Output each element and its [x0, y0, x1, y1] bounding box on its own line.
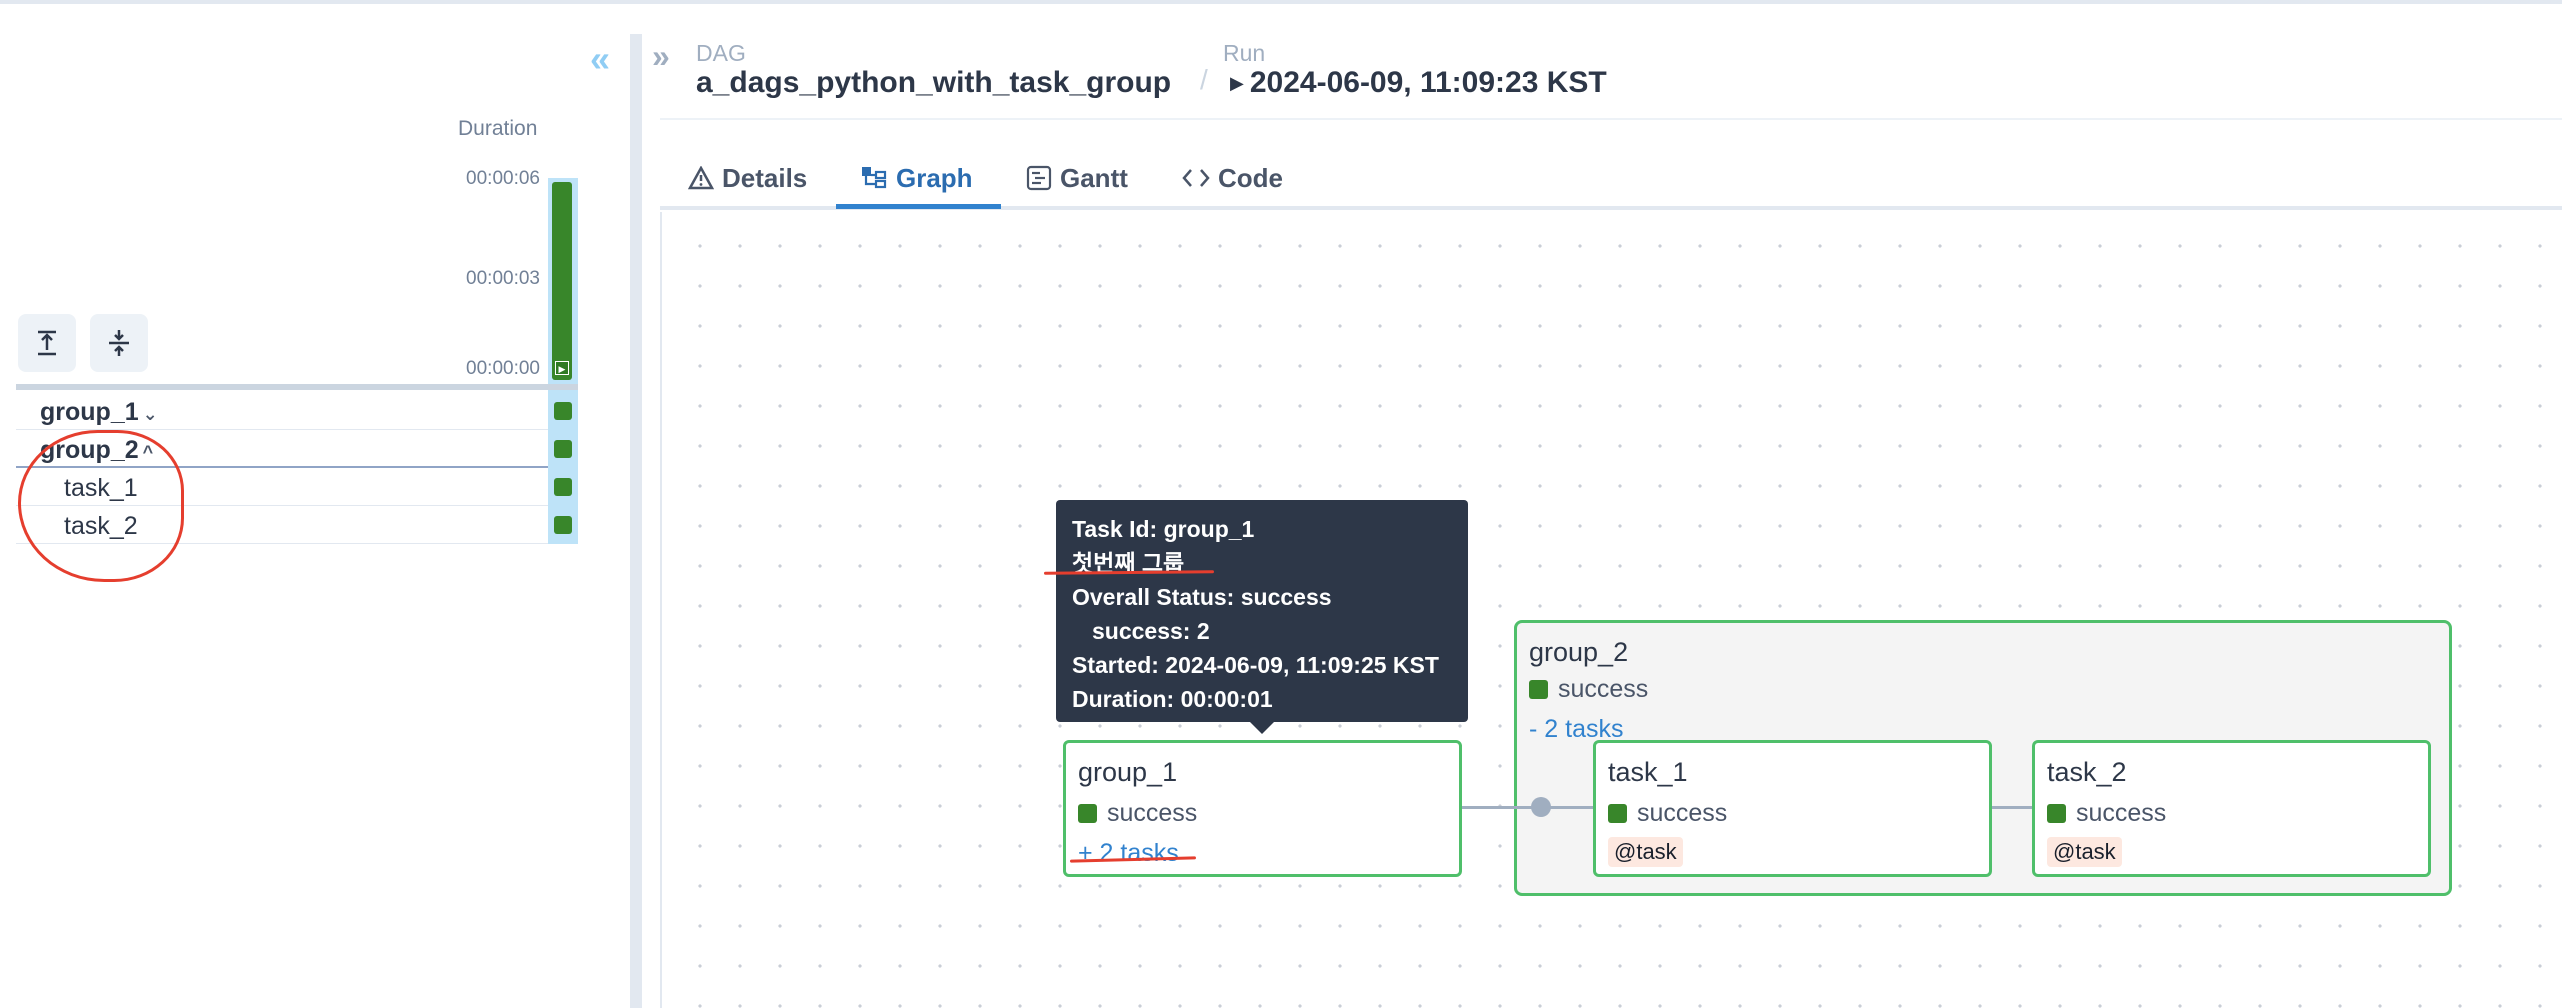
- tab-gantt[interactable]: Gantt: [1026, 150, 1128, 206]
- tooltip-duration: Duration: 00:00:01: [1072, 686, 1273, 712]
- duration-tick-bottom: 00:00:00: [466, 358, 540, 379]
- collapse-all-button[interactable]: [90, 314, 148, 372]
- duration-tick-top: 00:00:06: [466, 168, 540, 189]
- expand-group-link[interactable]: + 2 tasks: [1078, 839, 1179, 867]
- dag-breadcrumb-label: DAG: [696, 40, 746, 66]
- run-breadcrumb-label: Run: [1223, 40, 1266, 66]
- node-tooltip: Task Id: group_1 첫번째 그룹 Overall Status: …: [1056, 500, 1468, 722]
- task-instance-status-square[interactable]: [554, 478, 572, 496]
- play-icon: ▶: [1230, 72, 1244, 93]
- tooltip-success-count: success: 2: [1092, 618, 1210, 644]
- tooltip-arrow: [1248, 720, 1276, 734]
- tooltip-description: 첫번째 그룹: [1072, 550, 1185, 576]
- tabs-divider: [660, 206, 2562, 210]
- node-status-text: success: [1558, 675, 1649, 703]
- annotation-circle: [18, 430, 184, 582]
- active-tab-indicator: [836, 204, 1001, 209]
- node-status: success: [1078, 799, 1197, 828]
- task-instance-status-square[interactable]: [554, 516, 572, 534]
- success-status-square: [1608, 804, 1627, 823]
- success-status-square: [2047, 804, 2066, 823]
- edge-group-1-to-task-1: [1462, 806, 1594, 809]
- tab-graph[interactable]: Graph: [860, 150, 973, 206]
- grid-row-group-1[interactable]: group_1⌄: [16, 392, 578, 430]
- graph-icon: [862, 167, 887, 189]
- collapse-grid-icon[interactable]: «: [590, 38, 611, 79]
- operator-badge: @task: [1608, 837, 1683, 867]
- run-type-icon: ▶: [555, 361, 569, 375]
- grid-header-divider: [16, 384, 578, 390]
- task-instance-status-square[interactable]: [554, 440, 572, 458]
- task-node-task-1[interactable]: task_1 success @task: [1593, 740, 1992, 877]
- expand-all-icon: [38, 330, 56, 356]
- warning-triangle-icon: [688, 166, 714, 190]
- run-duration-bar[interactable]: [552, 182, 572, 380]
- tab-details-label: Details: [722, 162, 808, 193]
- run-breadcrumb-text: 2024-06-09, 11:09:23 KST: [1249, 66, 1607, 99]
- tab-details[interactable]: Details: [688, 150, 807, 206]
- success-status-square: [1078, 804, 1097, 823]
- tab-code-label: Code: [1218, 162, 1283, 193]
- expand-all-button[interactable]: [18, 314, 76, 372]
- edge-junction: [1531, 797, 1551, 817]
- breadcrumb-separator: /: [1200, 64, 1208, 95]
- operator-badge: @task: [2047, 837, 2122, 867]
- code-icon: [1182, 169, 1210, 187]
- run-breadcrumb-link[interactable]: ▶ 2024-06-09, 11:09:23 KST: [1230, 66, 1607, 100]
- top-strip: [0, 0, 2562, 4]
- task-node-task-2[interactable]: task_2 success @task: [2032, 740, 2431, 877]
- node-status: success: [1529, 675, 1648, 704]
- edge-task-1-to-task-2: [1992, 806, 2032, 809]
- node-title: task_2: [2047, 757, 2127, 787]
- task-group-label[interactable]: group_1⌄: [40, 398, 158, 426]
- node-title: group_2: [1529, 637, 1629, 667]
- task-group-node-group-1[interactable]: group_1 success + 2 tasks: [1063, 740, 1462, 877]
- node-status: success: [2047, 799, 2166, 828]
- node-status-text: success: [1637, 799, 1728, 827]
- node-title: group_1: [1078, 757, 1178, 787]
- dag-breadcrumb-link[interactable]: a_dags_python_with_task_group: [696, 66, 1172, 99]
- tooltip-overall-status: Overall Status: success: [1072, 584, 1332, 610]
- tab-graph-label: Graph: [896, 162, 973, 193]
- tooltip-task-id: Task Id: group_1: [1072, 516, 1255, 542]
- node-status-text: success: [2076, 799, 2167, 827]
- chevron-down-icon[interactable]: ⌄: [142, 404, 158, 424]
- duration-header: Duration: [458, 117, 538, 140]
- node-status-text: success: [1107, 799, 1198, 827]
- tooltip-started: Started: 2024-06-09, 11:09:25 KST: [1072, 652, 1439, 678]
- tab-gantt-label: Gantt: [1060, 162, 1128, 193]
- collapse-all-icon: [109, 330, 129, 356]
- task-instance-status-square[interactable]: [554, 402, 572, 420]
- gantt-icon: [1026, 165, 1052, 191]
- expand-details-icon[interactable]: »: [652, 38, 670, 74]
- tab-code[interactable]: Code: [1182, 150, 1283, 206]
- header-divider: [660, 118, 2562, 120]
- duration-tick-mid: 00:00:03: [466, 268, 540, 289]
- collapse-group-link[interactable]: - 2 tasks: [1529, 715, 1624, 743]
- panel-resize-handle[interactable]: [630, 34, 642, 1008]
- node-title: task_1: [1608, 757, 1688, 787]
- success-status-square: [1529, 680, 1548, 699]
- node-status: success: [1608, 799, 1727, 828]
